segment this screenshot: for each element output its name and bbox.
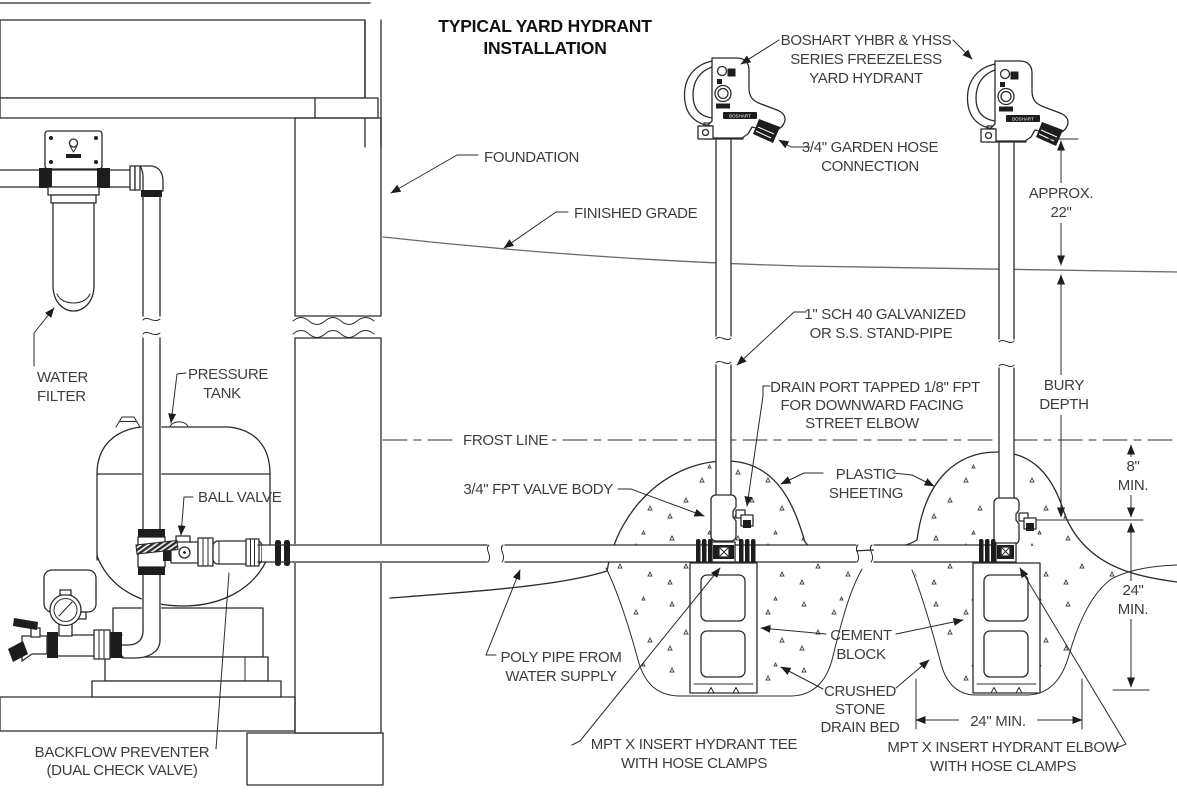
drain-port-label-line2: FOR DOWNWARD FACING — [781, 397, 964, 414]
standpipe-label-line1: 1" SCH 40 GALVANIZED — [804, 306, 966, 323]
hydrant-elbow-label-line2: WITH HOSE CLAMPS — [930, 758, 1076, 775]
min-8-label-line2: MIN. — [1118, 477, 1148, 494]
hydrant-label-line1: BOSHART YHBR & YHSS — [781, 32, 952, 49]
brand-text-hydrant-1: BOSHART — [729, 114, 751, 119]
foundation-wall-upper — [294, 117, 382, 317]
hydrant-tee-label-line1: MPT X INSERT HYDRANT TEE — [591, 736, 798, 753]
poly-pipe — [257, 544, 997, 563]
filter-housing — [52, 202, 95, 312]
poly-pipe-label-line1: POLY PIPE FROM — [500, 649, 621, 666]
frost-line-label: FROST LINE — [463, 432, 548, 449]
poly-pipe-label-line2: WATER SUPPLY — [505, 668, 616, 685]
bury-depth-label-line2: DEPTH — [1039, 396, 1088, 413]
pressure-gauge — [49, 589, 82, 637]
drawing-title-line1: TYPICAL YARD HYDRANT — [438, 16, 652, 36]
sill-plate — [0, 97, 379, 119]
hydrant-elbow-label-line1: MPT X INSERT HYDRANT ELBOW — [887, 739, 1119, 756]
hydrant-label-line3: YARD HYDRANT — [809, 70, 923, 87]
min-24-horizontal-label: 24" MIN. — [970, 713, 1025, 730]
min-24-vertical-label-line1: 24" — [1122, 582, 1143, 599]
wall-footing — [246, 732, 384, 786]
drain-faucet — [8, 618, 48, 662]
valve-body-label: 3/4" FPT VALVE BODY — [463, 481, 613, 498]
backflow-label-line2: (DUAL CHECK VALVE) — [46, 762, 197, 779]
wall-break-symbol — [292, 317, 375, 338]
pipe-break-symbol — [142, 317, 161, 336]
leader-lines — [33, 39, 1127, 750]
finished-grade-line — [382, 236, 1177, 273]
water-filter-label-line2: FILTER — [37, 388, 86, 405]
drain-port-label-line1: DRAIN PORT TAPPED 1/8" FPT — [770, 379, 980, 396]
cement-block-label-line1: CEMENT — [830, 627, 892, 644]
drawing-title-line2: INSTALLATION — [483, 38, 606, 58]
backflow-label-line1: BACKFLOW PREVENTER — [35, 744, 210, 761]
annotations: TYPICAL YARD HYDRANT INSTALLATION BOSHAR… — [35, 16, 1156, 779]
water-filter-label-line1: WATER — [37, 369, 88, 386]
overhead-elbow — [129, 165, 164, 197]
plastic-sheeting-label-line1: PLASTIC — [836, 466, 897, 483]
min-24-vertical-label-line2: MIN. — [1118, 601, 1148, 618]
building-structure — [0, 2, 384, 786]
brand-text-hydrant-2: BOSHART — [1012, 117, 1034, 122]
hydrant-label-line2: SERIES FREEZELESS — [790, 51, 942, 68]
foundation-label: FOUNDATION — [484, 149, 579, 166]
cement-block-2 — [972, 562, 1041, 694]
ball-valve-label: BALL VALVE — [198, 489, 282, 506]
tank-fitting — [115, 416, 141, 428]
cement-block-label-line2: BLOCK — [836, 646, 886, 663]
bury-depth-label-line1: BURY — [1044, 377, 1084, 394]
ball-valve-handle — [135, 539, 179, 555]
hydrant-elbow-with-clamps — [979, 539, 1017, 564]
crushed-stone-label-line2: STONE — [835, 701, 885, 718]
plastic-sheeting-label-line2: SHEETING — [829, 485, 903, 502]
drain-port-label-line3: STREET ELBOW — [805, 415, 920, 432]
water-filter — [0, 130, 138, 312]
garden-hose-label-line1: 3/4" GARDEN HOSE — [802, 139, 939, 156]
garden-hose-label-line2: CONNECTION — [821, 158, 919, 175]
finished-grade-label: FINISHED GRADE — [574, 205, 698, 222]
approx-22-label-line2: 22" — [1050, 204, 1071, 221]
pressure-tank-label-line2: TANK — [203, 385, 241, 402]
crushed-stone-label-line3: DRAIN BED — [821, 719, 900, 736]
pump-piping — [8, 589, 161, 662]
water-supply-system — [0, 130, 302, 698]
approx-22-label-line1: APPROX. — [1029, 185, 1094, 202]
standpipe-label-line2: OR S.S. STAND-PIPE — [810, 325, 953, 342]
crushed-stone-label-line1: CRUSHED — [824, 683, 897, 700]
pressure-tank-label-line1: PRESSURE — [188, 366, 268, 383]
min-8-label-line1: 8" — [1126, 458, 1139, 475]
hydrant-tee-with-clamps — [696, 539, 756, 564]
pressure-tank — [96, 416, 271, 607]
cement-block-1 — [689, 562, 758, 694]
hydrant-tee-label-line2: WITH HOSE CLAMPS — [621, 755, 767, 772]
